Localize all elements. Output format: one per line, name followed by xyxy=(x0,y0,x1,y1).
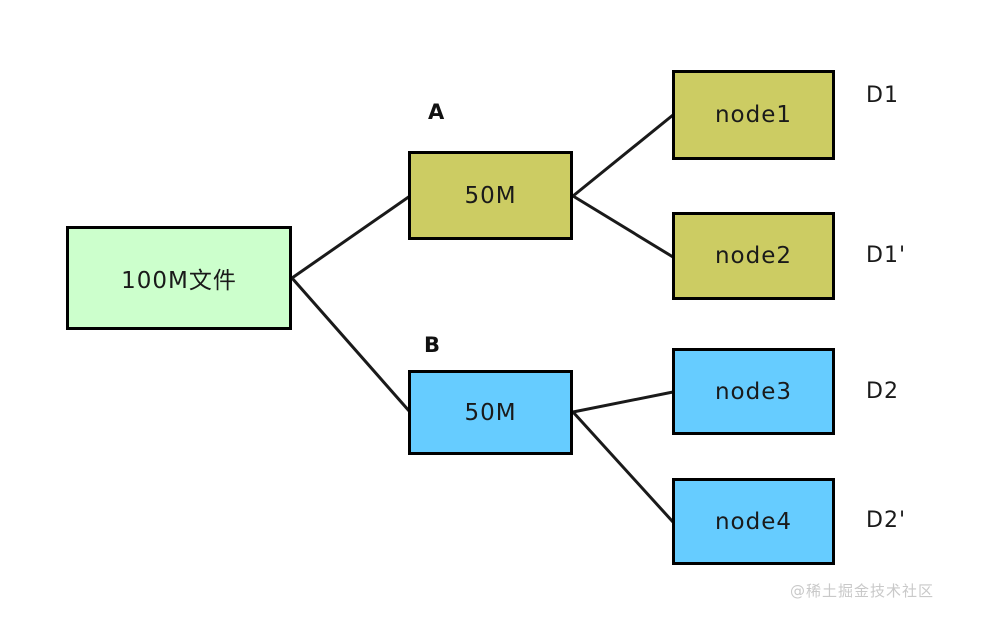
chunk-tag-a: A xyxy=(428,100,445,124)
node-source-file-label: 100M文件 xyxy=(121,268,237,294)
node-chunk-b-label: 50M xyxy=(464,399,517,426)
watermark: @稀土掘金技术社区 xyxy=(790,582,935,600)
node-chunk-a[interactable]: 50M xyxy=(408,151,573,240)
edge-source-to-chunk-b xyxy=(290,276,412,414)
node-node4-label: node4 xyxy=(714,508,793,535)
node-node3-label: node3 xyxy=(714,378,793,405)
edge-source-to-chunk-a xyxy=(290,194,412,280)
node-node2-label: node2 xyxy=(714,243,793,269)
node-node3[interactable]: node3 xyxy=(672,348,835,435)
replica-tag-d1-prime: D1' xyxy=(866,243,906,268)
edge-chunk-b-to-node3 xyxy=(571,390,675,414)
replica-tag-d2-prime: D2' xyxy=(866,508,906,533)
node-source-file[interactable]: 100M文件 xyxy=(66,226,292,330)
edge-chunk-a-to-node2 xyxy=(571,194,675,259)
edge-chunk-b-to-node4 xyxy=(571,410,675,524)
replica-tag-d1: D1 xyxy=(866,83,899,108)
node-chunk-b[interactable]: 50M xyxy=(408,370,573,455)
node-node2[interactable]: node2 xyxy=(672,212,835,300)
node-node1-label: node1 xyxy=(714,102,793,128)
replica-tag-d2: D2 xyxy=(866,379,899,404)
chunk-tag-b: B xyxy=(424,333,441,357)
node-chunk-a-label: 50M xyxy=(464,182,517,209)
node-node1[interactable]: node1 xyxy=(672,70,835,160)
edge-chunk-a-to-node1 xyxy=(571,113,675,198)
node-node4[interactable]: node4 xyxy=(672,478,835,565)
